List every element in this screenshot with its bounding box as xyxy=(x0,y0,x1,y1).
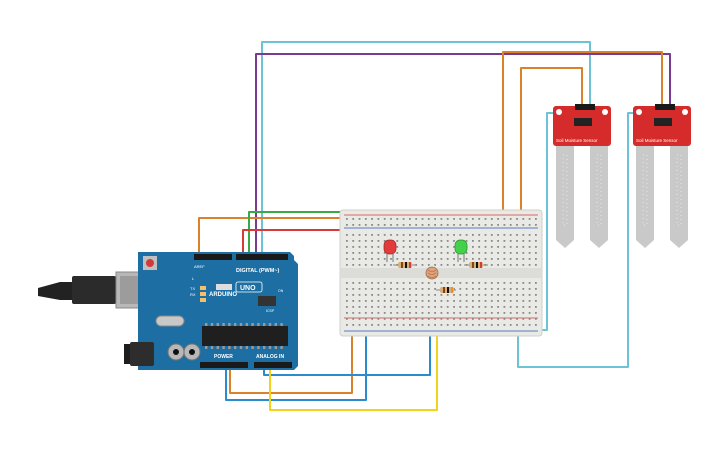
wire-orange-aref[interactable] xyxy=(198,217,346,263)
brand-label: ARDUINO xyxy=(209,292,237,298)
wire-blue-gnd[interactable] xyxy=(225,324,367,401)
dc-jack-icon xyxy=(124,342,154,366)
uno-logo: UNO xyxy=(235,281,263,293)
wire-orange-sensor1[interactable] xyxy=(520,67,583,219)
probe-dots xyxy=(642,154,682,226)
resistor-photoresistor[interactable] xyxy=(436,287,456,293)
breadboard[interactable] xyxy=(339,209,543,337)
wire-yellow-analog[interactable] xyxy=(269,291,438,411)
icsp-label: ICSP xyxy=(266,309,275,313)
digital-header-left[interactable] xyxy=(194,254,232,260)
crystal xyxy=(155,315,185,327)
green-led[interactable] xyxy=(454,239,468,262)
soil-sensor-1[interactable]: Soil Moisture Sensor xyxy=(553,104,611,248)
wire-cyan-sensor1[interactable] xyxy=(261,41,591,263)
digital-header-right[interactable] xyxy=(236,254,288,260)
digital-label: DIGITAL (PWM~) xyxy=(236,268,280,274)
wire-purple-sensor2[interactable] xyxy=(255,53,671,263)
atmega-chip xyxy=(202,326,288,346)
rx-label: RX xyxy=(190,292,196,297)
probe-dots xyxy=(562,154,602,226)
chip-pins xyxy=(205,323,283,349)
power-header[interactable] xyxy=(200,362,248,368)
reset-button[interactable] xyxy=(143,256,157,270)
l-label: L xyxy=(192,276,195,281)
sensor-2-label: Soil Moisture Sensor xyxy=(636,138,678,143)
analog-header[interactable] xyxy=(254,362,292,368)
on-label: ON xyxy=(278,289,284,293)
tx-label: TX xyxy=(190,286,195,291)
reset-label: IOREF RESET xyxy=(200,371,218,375)
arduino-uno[interactable]: AREF DIGITAL (PWM~) ARDUINO UNO TX RX L … xyxy=(38,252,298,375)
resistor-red-led[interactable] xyxy=(393,262,417,268)
power-label: POWER xyxy=(214,354,233,360)
wire-orange-sensor2[interactable] xyxy=(502,51,663,219)
soil-sensor-2[interactable]: Soil Moisture Sensor xyxy=(633,104,691,248)
sensor-1-label: Soil Moisture Sensor xyxy=(556,138,598,143)
svg-text:UNO: UNO xyxy=(240,285,256,292)
wire-orange-power[interactable] xyxy=(229,319,353,394)
resistor-green-led[interactable] xyxy=(464,262,488,268)
photoresistor-icon[interactable] xyxy=(425,266,439,280)
red-led[interactable] xyxy=(383,239,397,262)
aref-label: AREF xyxy=(194,264,205,269)
analog-label: ANALOG IN xyxy=(256,354,284,360)
